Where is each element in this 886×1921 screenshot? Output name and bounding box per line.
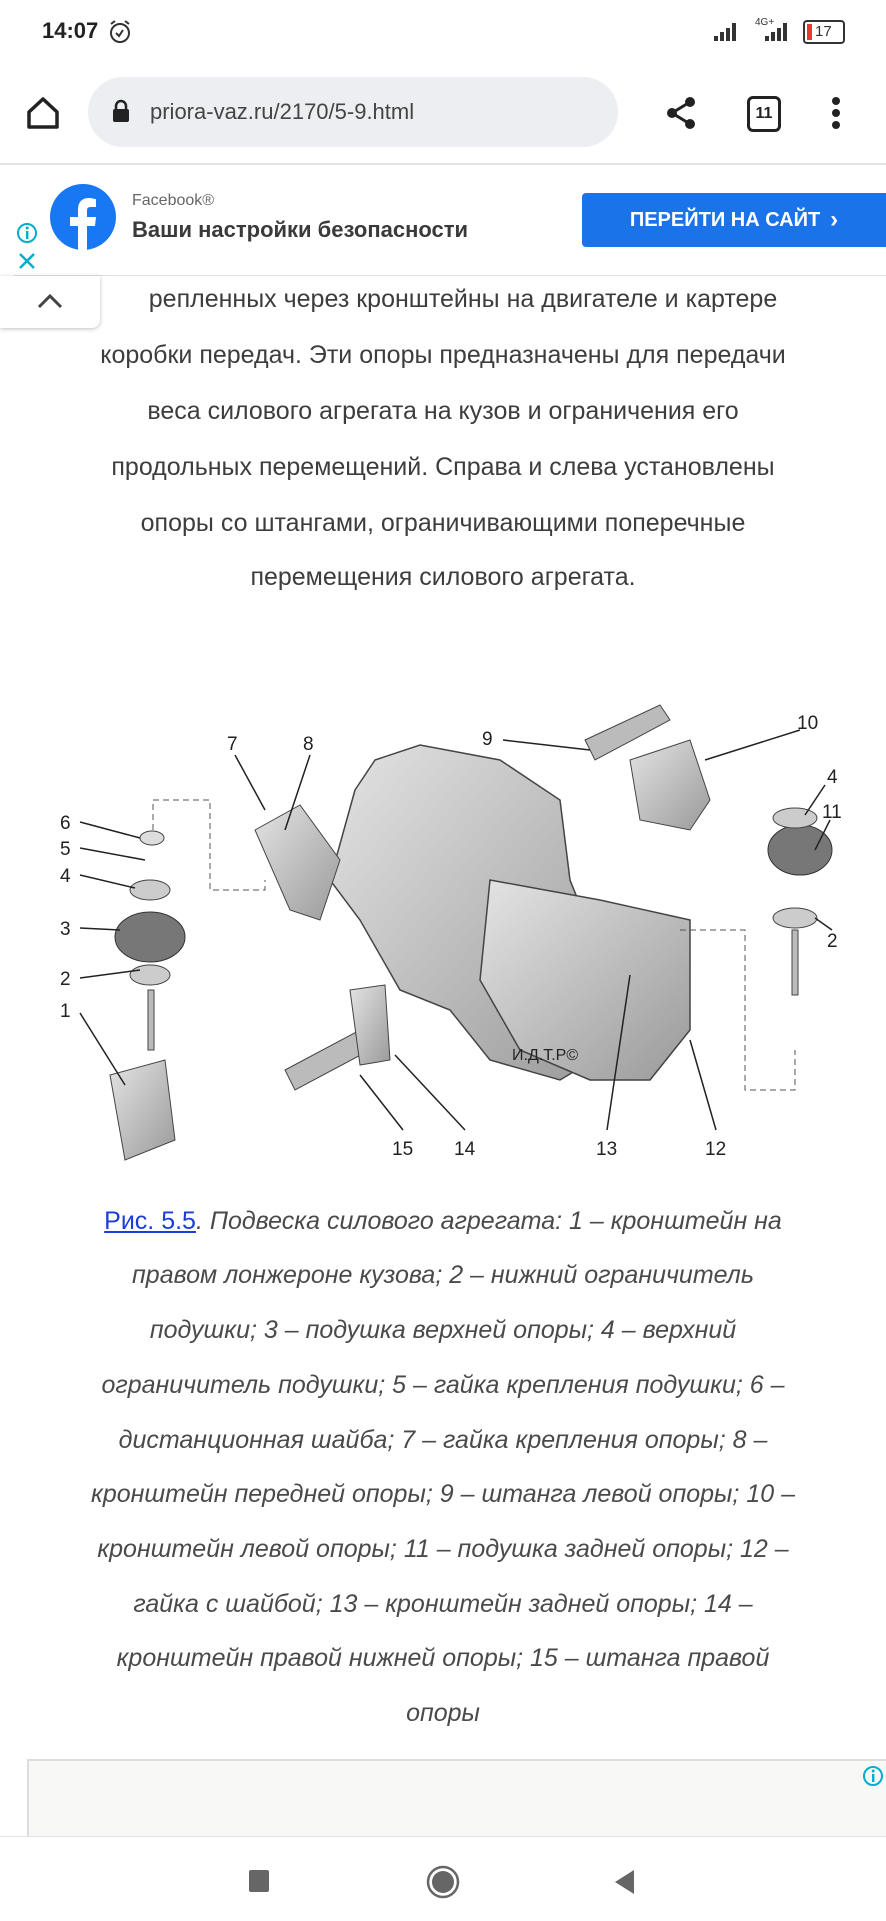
caption-line: опоры xyxy=(406,1699,480,1727)
ad-headline[interactable]: Ваши настройки безопасности xyxy=(132,217,469,242)
ad-banner[interactable]: Facebook® Ваши настройки безопасности xyxy=(14,165,886,276)
battery-level: 17 xyxy=(815,23,832,40)
clock: 14:07 xyxy=(42,18,99,43)
recents-button[interactable] xyxy=(249,1870,269,1892)
network-type: 4G+ xyxy=(755,17,775,28)
cushion-11 xyxy=(767,824,833,876)
alarm-icon xyxy=(110,20,130,43)
callout-2-right: 2 xyxy=(827,931,838,952)
address-bar[interactable]: priora-vaz.ru/2170/5-9.html xyxy=(88,77,618,147)
caption-line: дистанционная шайба; 7 – гайка крепления… xyxy=(118,1426,768,1454)
bracket-10 xyxy=(629,739,711,831)
limiter-2-left xyxy=(129,964,171,986)
status-bar: 14:07 4G+ 17 xyxy=(0,0,886,62)
bottom-ad[interactable] xyxy=(27,1759,886,1838)
caption-line: ограничитель подушки; 5 – гайка креплени… xyxy=(101,1371,785,1399)
system-nav-bar xyxy=(0,1836,886,1921)
callout-9: 9 xyxy=(482,729,493,750)
ad-info-icon[interactable] xyxy=(16,222,38,244)
signal-icon-2 xyxy=(765,23,787,41)
callout-4: 4 xyxy=(60,866,71,887)
bracket-1 xyxy=(109,1059,176,1161)
callout-5: 5 xyxy=(60,839,71,860)
callout-15: 15 xyxy=(392,1139,413,1160)
tab-switcher-button[interactable]: 11 xyxy=(747,96,781,132)
paragraph-line: веса силового агрегата на кузов и ограни… xyxy=(147,397,739,425)
limiter-2-right xyxy=(772,907,818,929)
limiter-4-left xyxy=(129,879,171,901)
share-icon[interactable] xyxy=(665,96,697,130)
lock-icon xyxy=(113,99,129,122)
caption-line: кронштейн левой опоры; 11 – подушка задн… xyxy=(97,1535,789,1563)
paragraph-line: продольных перемещений. Справа и слева у… xyxy=(111,453,775,481)
rod-9 xyxy=(584,704,671,761)
callout-10: 10 xyxy=(797,713,818,734)
callout-4-right: 4 xyxy=(827,767,838,788)
callout-12: 12 xyxy=(705,1139,726,1160)
callout-3: 3 xyxy=(60,919,71,940)
chevron-up-icon xyxy=(37,293,63,309)
bracket-14 xyxy=(349,984,391,1066)
url-text[interactable]: priora-vaz.ru/2170/5-9.html xyxy=(150,99,415,124)
cushion-3 xyxy=(114,911,186,963)
toolbar-divider xyxy=(0,163,886,165)
caption-line: правом лонжероне кузова; 2 – нижний огра… xyxy=(132,1261,754,1289)
figure-watermark: И.Д.Т.Р© xyxy=(512,1047,578,1064)
caption-line: гайка с шайбой; 13 – кронштейн задней оп… xyxy=(133,1590,753,1618)
limiter-4-right xyxy=(772,807,818,829)
callout-13: 13 xyxy=(596,1139,617,1160)
home-icon[interactable] xyxy=(26,96,60,130)
home-button[interactable] xyxy=(426,1865,460,1899)
dashed-line-left xyxy=(152,799,266,891)
facebook-logo xyxy=(50,184,116,250)
battery-icon: 17 xyxy=(803,20,845,44)
caption-line: Рис. 5.5. Подвеска силового агрегата: 1 … xyxy=(0,1207,886,1236)
bolt-left xyxy=(147,989,155,1051)
callout-6: 6 xyxy=(60,813,71,834)
paragraph-line: опоры со штангами, ограничивающими попер… xyxy=(140,509,746,537)
more-menu-icon[interactable] xyxy=(828,96,844,130)
caption-line: кронштейн передней опоры; 9 – штанга лев… xyxy=(91,1480,795,1508)
paragraph-line: перемещения силового агрегата. xyxy=(250,563,636,591)
back-button[interactable] xyxy=(612,1869,636,1895)
callout-7: 7 xyxy=(227,734,238,755)
caption-line: подушки; 3 – подушка верхней опоры; 4 – … xyxy=(149,1316,737,1344)
callout-11: 11 xyxy=(822,802,842,823)
callout-8: 8 xyxy=(303,734,314,755)
caption-text: . Подвеска силового агрегата: 1 – кроншт… xyxy=(195,1207,782,1235)
washer-6 xyxy=(139,830,165,846)
engine-mount-diagram: И.Д.Т.Р© 1 2 3 4 5 6 7 8 9 10 4 11 2 12 … xyxy=(60,704,842,1161)
bolt-right xyxy=(791,929,799,996)
paragraph-line: коробки передач. Эти опоры предназначены… xyxy=(100,341,786,369)
signal-icon xyxy=(714,23,736,41)
gearbox-body xyxy=(479,879,691,1081)
ad-info-icon[interactable] xyxy=(862,1765,884,1787)
callout-leaders xyxy=(79,729,833,1131)
callout-1: 1 xyxy=(60,1001,71,1022)
ad-cta-label: ПЕРЕЙТИ НА САЙТ xyxy=(629,208,821,231)
dashed-line-right xyxy=(680,929,796,1091)
ad-close-icon[interactable] xyxy=(17,251,37,271)
caption-line: кронштейн правой нижней опоры; 15 – штан… xyxy=(116,1644,770,1672)
callout-2: 2 xyxy=(60,969,71,990)
bracket-8 xyxy=(254,804,341,921)
figure-link[interactable]: Рис. 5.5 xyxy=(104,1207,196,1235)
ad-advertiser: Facebook® xyxy=(132,192,215,209)
collapse-ad-button[interactable] xyxy=(0,276,100,328)
paragraph-line: репленных через кронштейны на двигателе … xyxy=(148,285,778,313)
chevron-right-icon: › xyxy=(830,206,839,233)
ad-cta-button[interactable]: ПЕРЕЙТИ НА САЙТ › xyxy=(582,193,886,247)
callout-14: 14 xyxy=(454,1139,476,1160)
